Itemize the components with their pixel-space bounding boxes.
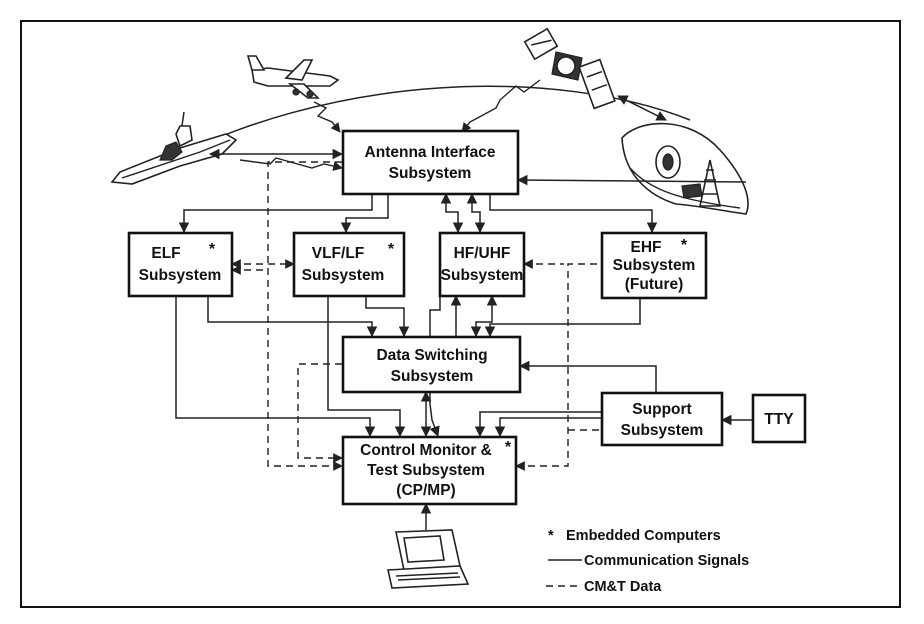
ground-station-icon [621,122,749,215]
ehf-subsystem-box: EHF * Subsystem (Future) [600,231,708,300]
ehf-label-line1: EHF [631,239,662,256]
ehf-label-line3: (Future) [625,276,684,293]
control-label-line2: Test Subsystem [367,462,485,479]
satellite-icon [523,27,616,110]
tty-box: TTY [751,393,807,444]
hf-label-line2: Subsystem [441,267,524,284]
legend-star-symbol: * [548,528,554,544]
vlf-embedded-star: * [388,241,395,258]
vlf-label-line2: Subsystem [302,267,385,284]
legend-embedded-computers-label: Embedded Computers [566,528,721,544]
control-label-line1: Control Monitor & [360,442,492,459]
hf-uhf-subsystem-box: HF/UHF Subsystem [438,231,526,298]
elf-embedded-star: * [209,241,216,258]
support-label-line1: Support [632,401,691,418]
ship-icon [110,111,238,185]
antenna-interface-subsystem-box: Antenna Interface Subsystem [341,129,520,196]
elf-label-line2: Subsystem [139,267,222,284]
legend-cmt-data-label: CM&T Data [584,579,662,595]
antenna-label-line2: Subsystem [389,165,472,182]
antenna-label-line1: Antenna Interface [365,144,496,161]
elf-subsystem-box: ELF * Subsystem [127,231,234,298]
legend-communication-signals-label: Communication Signals [584,553,749,569]
control-embedded-star: * [505,439,512,456]
data-switching-label-line2: Subsystem [391,368,474,385]
ehf-embedded-star: * [681,237,688,254]
support-label-line2: Subsystem [621,422,704,439]
vlf-lf-subsystem-box: VLF/LF * Subsystem [292,231,406,298]
data-switching-label-line1: Data Switching [376,347,487,364]
tty-label: TTY [764,411,794,428]
data-switching-subsystem-box: Data Switching Subsystem [341,335,522,394]
legend: * Embedded Computers Communication Signa… [546,528,749,595]
vlf-label-line1: VLF/LF [312,245,365,262]
control-monitor-test-subsystem-box: Control Monitor & * Test Subsystem (CP/M… [341,435,518,506]
outer-border [20,20,901,608]
hf-label-line1: HF/UHF [454,245,511,262]
elf-label-line1: ELF [151,245,180,262]
ehf-label-line2: Subsystem [613,257,696,274]
control-label-line3: (CP/MP) [396,482,455,499]
support-subsystem-box: Support Subsystem [600,391,724,447]
computer-terminal-icon [387,529,470,589]
airplane-icon [246,55,340,99]
